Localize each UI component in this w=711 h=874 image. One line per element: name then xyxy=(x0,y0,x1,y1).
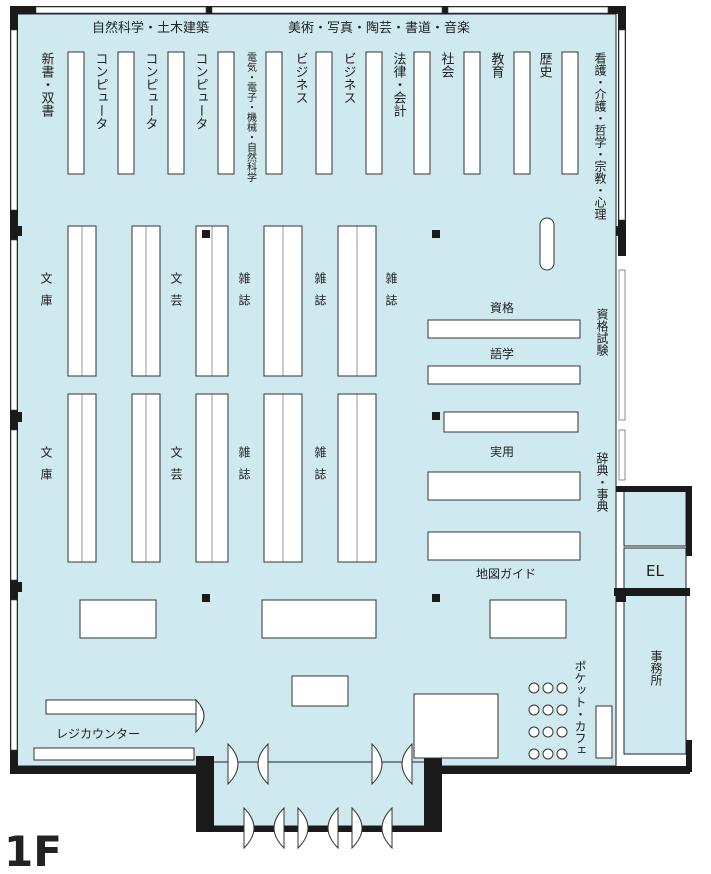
entrance-doors xyxy=(227,742,413,850)
label-bunko2: 文庫 xyxy=(39,445,53,490)
label-cafe: ポケット・カフェ xyxy=(573,660,587,756)
label-gogaku: 語学 xyxy=(490,346,514,361)
label-rekishi: 歴史 xyxy=(537,52,553,79)
pillars xyxy=(12,226,626,602)
label-bungei2: 文芸 xyxy=(169,445,183,490)
top-shelves xyxy=(67,51,579,175)
label-jitsuyou: 実用 xyxy=(490,444,514,459)
label-zasshi5: 雑誌 xyxy=(313,445,327,490)
label-denki: 電気・電子・機械・自然科学 xyxy=(245,52,257,182)
label-zasshi2: 雑誌 xyxy=(313,271,327,316)
right-shelves xyxy=(427,319,581,561)
label-top-left-wall: 自然科学・土木建築 xyxy=(92,20,209,36)
label-zasshi3: 雑誌 xyxy=(384,271,398,316)
cafe-tables xyxy=(528,682,613,760)
label-jiten: 辞典・事典 xyxy=(595,451,609,512)
label-shikaku: 資格 xyxy=(490,300,514,315)
label-computer2: コンピュータ xyxy=(143,52,158,130)
stairs xyxy=(413,693,499,759)
tables xyxy=(79,217,567,707)
label-chizu: 地図ガイド xyxy=(476,567,536,581)
label-business2: ビジネス xyxy=(341,52,356,104)
label-business1: ビジネス xyxy=(293,52,308,104)
label-bungei1: 文芸 xyxy=(169,271,183,316)
label-register: レジカウンター xyxy=(56,727,140,741)
label-shakai: 社会 xyxy=(439,51,455,78)
room-right-upper xyxy=(623,487,687,547)
label-zasshi1: 雑誌 xyxy=(237,271,251,316)
floor-label: 1F xyxy=(4,827,62,874)
shelf-dividers xyxy=(81,226,358,562)
register-counter xyxy=(33,698,205,761)
label-computer3: コンピュータ xyxy=(193,52,208,130)
label-bunko1: 文庫 xyxy=(39,271,53,316)
label-kyouiku: 教育 xyxy=(489,51,505,79)
window-strips xyxy=(10,6,626,751)
label-el: EL xyxy=(646,562,664,580)
entrance-area xyxy=(209,761,429,827)
label-top-right-wall: 美術・写真・陶芸・書道・音楽 xyxy=(288,20,470,36)
label-zasshi4: 雑誌 xyxy=(237,445,251,490)
el-room xyxy=(623,547,687,591)
label-kango: 看護・介護・哲学・宗教・心理 xyxy=(593,52,607,220)
label-shikaku-shiken: 資格試験 xyxy=(595,308,609,357)
label-shinsho: 新書・双書 xyxy=(39,51,55,118)
label-computer1: コンピュータ xyxy=(93,52,108,130)
label-houritsu: 法律・会計 xyxy=(391,52,407,117)
label-jimusho: 事務所 xyxy=(649,650,663,686)
